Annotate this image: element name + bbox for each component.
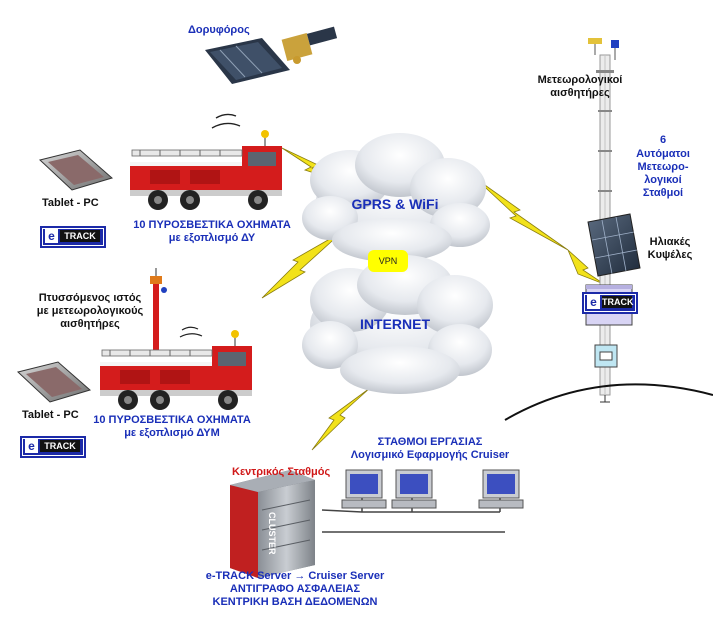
- satellite-icon: [205, 26, 338, 84]
- stations-count-label: 6: [659, 134, 667, 146]
- sensor-box-icon: [594, 344, 618, 368]
- signal-arcs-icon: [179, 326, 203, 338]
- ground-hill: [504, 383, 713, 421]
- stations-desc-label: Αυτόματοι Μετεωρο- λογικοί Σταθμοί: [636, 148, 690, 199]
- etrack-logo-e: e: [587, 295, 600, 309]
- etrack-logo: e TRACK: [20, 436, 86, 458]
- tablet-pc-label: Tablet - PC: [22, 409, 79, 421]
- etrack-logo-text: TRACK: [60, 230, 100, 242]
- tablet-pc-icon: [16, 361, 92, 403]
- fire-truck-icon: [130, 130, 282, 210]
- etrack-logo-text: TRACK: [40, 440, 80, 452]
- gprs-wifi-label: GPRS & WiFi: [351, 196, 439, 212]
- etrack-logo: e TRACK: [582, 292, 638, 314]
- satellite-label: Δορυφόρος: [188, 24, 250, 36]
- internet-label: INTERNET: [360, 316, 430, 332]
- mast-icon: [150, 268, 167, 350]
- fire-trucks-dym-label: 10 ΠΥΡΟΣΒΕΣΤΙΚΑ ΟΧΗΜΑΤΑ με εξοπλισμό ΔΥΜ: [93, 414, 251, 439]
- fire-trucks-dy-label: 10 ΠΥΡΟΣΒΕΣΤΙΚΑ ΟΧΗΜΑΤΑ με εξοπλισμό ΔΥ: [133, 219, 291, 244]
- etrack-logo-e: e: [45, 229, 58, 243]
- cloud-internet: [302, 255, 493, 394]
- central-server-label: e-TRACK Server → Cruiser Server ΑΝΤΙΓΡΑΦ…: [205, 570, 385, 608]
- solar-panel-icon: [587, 213, 641, 277]
- workstation-icon: [391, 469, 437, 509]
- cloud-gprs: [302, 133, 490, 262]
- met-sensors-label: Μετεωρολογικοί αισθητήρες: [537, 74, 623, 99]
- vpn-badge: VPN: [368, 250, 408, 272]
- etrack-logo: e TRACK: [40, 226, 106, 248]
- etrack-logo-e: e: [25, 439, 38, 453]
- cluster-server-icon: [230, 470, 315, 578]
- central-station-label: Κεντρικός Σταθμός: [232, 466, 331, 478]
- workstation-icon: [341, 469, 387, 509]
- workstations-label: ΣΤΑΘΜΟΙ ΕΡΓΑΣΙΑΣ Λογισμικό Εφαρμογής Cru…: [350, 436, 510, 461]
- etrack-logo-text: TRACK: [602, 296, 634, 308]
- workstation-icon: [478, 469, 524, 509]
- solar-cells-label: Ηλιακές Κυψέλες: [647, 236, 693, 261]
- tablet-pc-label: Tablet - PC: [42, 197, 99, 209]
- cluster-label: CLUSTER: [267, 512, 277, 555]
- tablet-pc-icon: [38, 149, 114, 191]
- signal-arcs-icon: [211, 113, 241, 129]
- mast-label: Πτυσσόμενος ιστός με μετεωρολογικούς αισ…: [36, 292, 144, 330]
- fire-truck-icon: [100, 330, 252, 410]
